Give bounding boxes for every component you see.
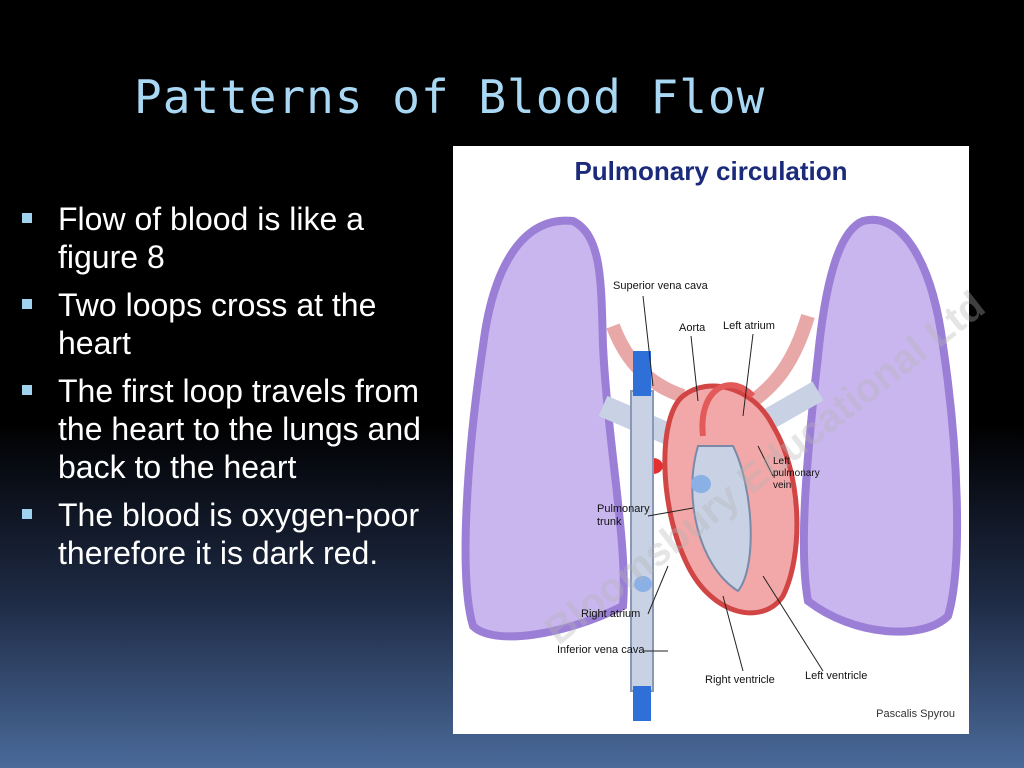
bullet-marker (22, 213, 32, 223)
label-aorta: Aorta (679, 322, 706, 334)
diagram-illustration (461, 215, 962, 721)
bullet-text: The blood is oxygen-poor therefore it is… (58, 497, 420, 571)
image-credit: Pascalis Spyrou (876, 708, 955, 720)
label-right-ventricle: Right ventricle (705, 674, 775, 686)
bullet-list: Flow of blood is like a figure 8 Two loo… (18, 200, 438, 582)
bullet-marker (22, 385, 32, 395)
right-lung-shape (461, 216, 628, 641)
bullet-text: The first loop travels from the heart to… (58, 373, 421, 485)
slide-title: Patterns of Blood Flow (134, 70, 766, 124)
bullet-item: The blood is oxygen-poor therefore it is… (18, 496, 438, 572)
label-left-atrium: Left atrium (723, 320, 775, 332)
label-pulmonary-trunk: Pulmonary trunk (597, 503, 650, 528)
bullet-text: Flow of blood is like a figure 8 (58, 201, 364, 275)
diagram-title: Pulmonary circulation (574, 156, 848, 186)
label-superior-vena-cava: Superior vena cava (613, 280, 708, 292)
left-lung-shape (799, 215, 962, 636)
pulmonary-circulation-diagram: Pulmonary circulation Bloomsbury Educati… (453, 146, 993, 734)
bullet-item: Two loops cross at the heart (18, 286, 438, 362)
bullet-item: The first loop travels from the heart to… (18, 372, 438, 486)
bullet-marker (22, 509, 32, 519)
label-right-atrium: Right atrium (581, 608, 641, 620)
label-left-ventricle: Left ventricle (805, 670, 868, 682)
label-inferior-vena-cava: Inferior vena cava (557, 644, 645, 656)
bullet-item: Flow of blood is like a figure 8 (18, 200, 438, 276)
bullet-marker (22, 299, 32, 309)
label-left-pulmonary-vein: Left pulmonary vein (773, 456, 820, 491)
bullet-text: Two loops cross at the heart (58, 287, 377, 361)
